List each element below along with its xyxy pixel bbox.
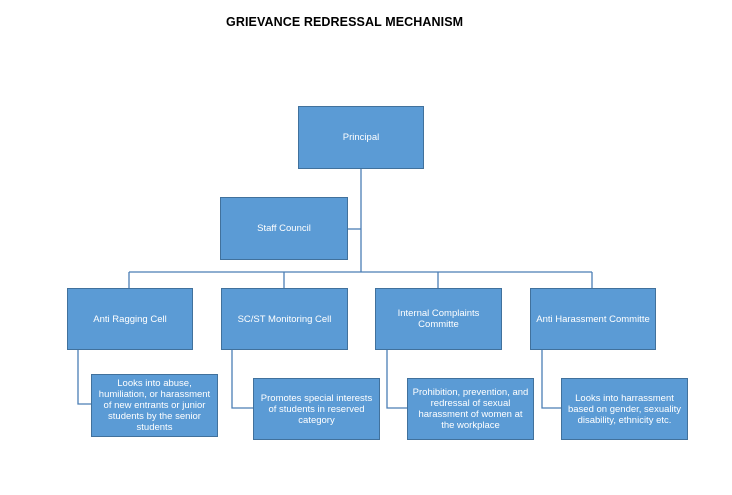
connector-elbow-scst	[231, 350, 253, 409]
internal-complaints-committe-label: Internal Complaints Committe	[397, 308, 480, 330]
scst-monitoring-cell-label: SC/ST Monitoring Cell	[237, 313, 332, 325]
icc-description: Prohibition, prevention, and redressal o…	[412, 387, 529, 431]
anti-ragging-cell-label: Anti Ragging Cell	[93, 313, 167, 325]
principal-label: Principal	[342, 132, 380, 143]
anti-harassment-description: Looks into harrassment based on gender, …	[567, 392, 682, 426]
anti-ragging-cell-box: Anti Ragging Cell	[67, 288, 193, 350]
staff-council-label: Staff Council	[257, 223, 311, 234]
principal-box: Principal	[298, 106, 424, 169]
scst-description-box: Promotes special interests of students i…	[253, 378, 380, 440]
internal-complaints-committe-box: Internal Complaints Committe	[375, 288, 502, 350]
diagram-title: GRIEVANCE REDRESSAL MECHANISM	[226, 15, 464, 29]
scst-description: Promotes special interests of students i…	[260, 392, 373, 426]
anti-harassment-committe-label: Anti Harassment Committe	[536, 313, 650, 325]
staff-council-box: Staff Council	[220, 197, 348, 260]
connector-elbow-anti-harassment	[541, 350, 561, 409]
anti-ragging-description-box: Looks into abuse, humiliation, or harass…	[91, 374, 218, 437]
scst-monitoring-cell-box: SC/ST Monitoring Cell	[221, 288, 348, 350]
connector-elbow-anti-ragging	[77, 350, 91, 405]
anti-ragging-description: Looks into abuse, humiliation, or harass…	[98, 378, 211, 433]
connector-elbow-icc	[386, 350, 407, 409]
icc-description-box: Prohibition, prevention, and redressal o…	[407, 378, 534, 440]
anti-harassment-description-box: Looks into harrassment based on gender, …	[561, 378, 688, 440]
anti-harassment-committe-box: Anti Harassment Committe	[530, 288, 656, 350]
